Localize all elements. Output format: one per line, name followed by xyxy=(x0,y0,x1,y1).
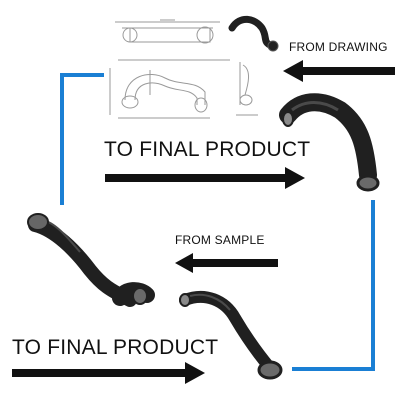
from-drawing-label: FROM DRAWING xyxy=(289,40,388,54)
final-hose-bottom-icon xyxy=(179,290,283,380)
arrow-to-final-bottom xyxy=(12,362,205,384)
from-sample-label: FROM SAMPLE xyxy=(175,233,265,247)
final-hose-top-icon xyxy=(279,93,380,192)
connector-line-right xyxy=(292,200,375,371)
drawing-hose-icon xyxy=(228,15,279,52)
arrow-from-sample xyxy=(175,253,278,273)
sample-hose-icon xyxy=(27,213,155,307)
final-product-label-top: TO FINAL PRODUCT xyxy=(104,138,311,161)
arrow-from-drawing xyxy=(283,60,395,82)
connector-line-left xyxy=(60,73,104,205)
final-product-label-bottom: TO FINAL PRODUCT xyxy=(12,336,219,359)
technical-drawing xyxy=(109,19,258,119)
arrow-to-final-top xyxy=(105,167,305,189)
